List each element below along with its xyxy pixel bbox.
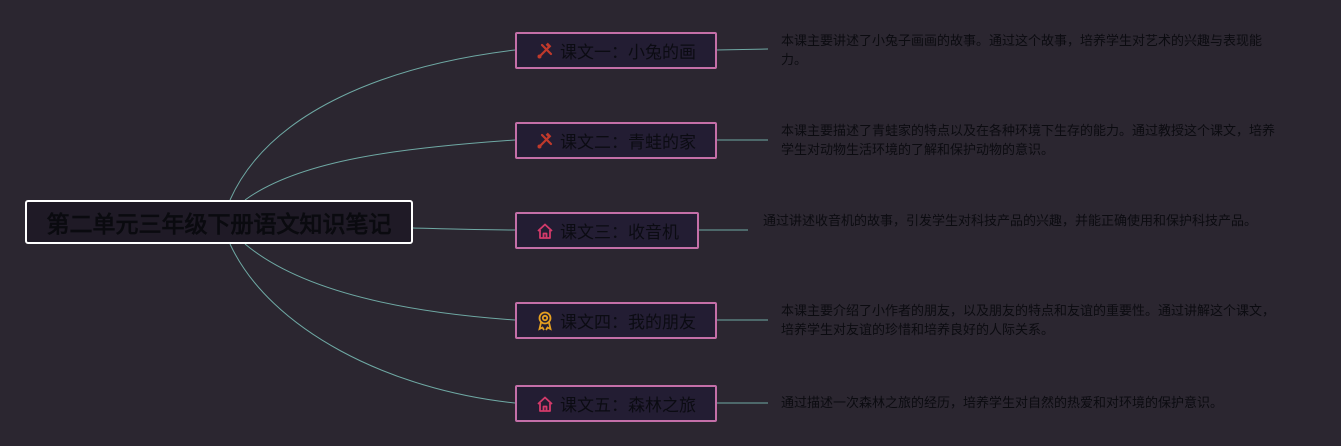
lesson-description-5: 通过描述一次森林之旅的经历，培养学生对自然的热爱和对环境的保护意识。 [781, 396, 1224, 411]
lesson-label-4: 课文四：我的朋友 [560, 313, 696, 333]
root-topic-node[interactable]: 第二单元三年级下册语文知识笔记 [25, 200, 413, 244]
lesson-label-1: 课文一：小兔的画 [560, 43, 696, 63]
lesson-description-4: 本课主要介绍了小作者的朋友，以及朋友的特点和友谊的重要性。通过讲解这个课文，培养… [781, 304, 1276, 338]
lesson-node-3[interactable]: 课文三：收音机 [515, 212, 699, 249]
connector-root-lesson-5 [229, 243, 516, 404]
lesson-label-2: 课文二：青蛙的家 [560, 133, 696, 153]
connector-root-lesson-1 [229, 49, 516, 201]
root-topic-title: 第二单元三年级下册语文知识笔记 [46, 212, 392, 238]
connector-root-lesson-3 [412, 227, 516, 231]
lesson-description-3: 通过讲述收音机的故事，引发学生对科技产品的兴趣，并能正确使用和保护科技产品。 [763, 214, 1258, 229]
tools-icon [535, 131, 555, 151]
award-icon [535, 311, 555, 331]
home-icon [535, 221, 555, 241]
lesson-node-1[interactable]: 课文一：小兔的画 [515, 32, 717, 69]
lesson-label-3: 课文三：收音机 [560, 223, 679, 243]
connector-lesson-1-desc [715, 48, 769, 51]
lesson-node-5[interactable]: 课文五：森林之旅 [515, 385, 717, 422]
lesson-node-4[interactable]: 课文四：我的朋友 [515, 302, 717, 339]
connector-root-lesson-2 [244, 139, 516, 201]
lesson-description-2: 本课主要描述了青蛙家的特点以及在各种环境下生存的能力。通过教授这个课文，培养学生… [781, 124, 1276, 158]
connector-root-lesson-4 [244, 243, 516, 321]
home-icon [535, 394, 555, 414]
lesson-label-5: 课文五：森林之旅 [560, 396, 696, 416]
lesson-node-2[interactable]: 课文二：青蛙的家 [515, 122, 717, 159]
tools-icon [535, 41, 555, 61]
lesson-description-1: 本课主要讲述了小兔子画画的故事。通过这个故事，培养学生对艺术的兴趣与表现能力。 [781, 34, 1263, 68]
